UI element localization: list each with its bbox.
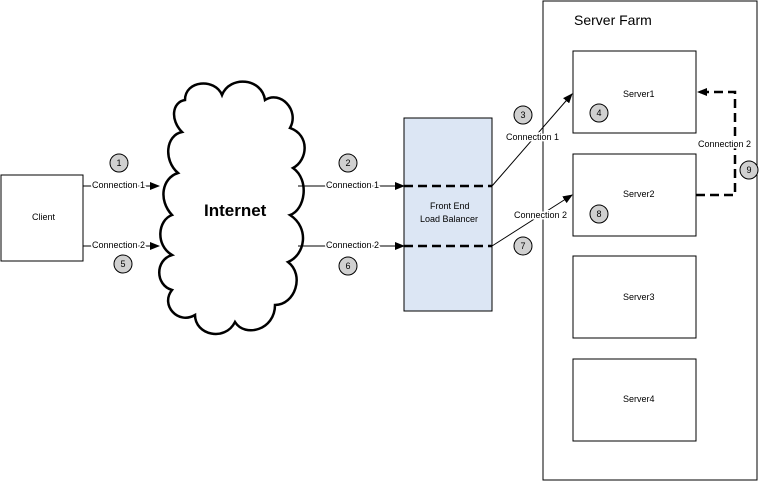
svg-text:6: 6 xyxy=(345,261,350,271)
svg-text:9: 9 xyxy=(746,165,751,175)
internet-cloud-icon xyxy=(158,80,306,336)
server3-box: Server3 xyxy=(572,255,697,339)
svg-text:4: 4 xyxy=(596,108,601,118)
svg-text:5: 5 xyxy=(120,259,125,269)
server3-label: Server3 xyxy=(623,292,655,302)
step-badge-8: 8 xyxy=(589,204,609,224)
load-balancer-box xyxy=(403,117,493,312)
server2-box: Server2 xyxy=(572,153,697,237)
client-box xyxy=(0,174,84,262)
server-farm-label: Server Farm xyxy=(574,12,652,28)
load-balancer-label-line2: Load Balancer xyxy=(420,214,478,224)
server1-label: Server1 xyxy=(623,89,655,99)
client-label: Client xyxy=(32,212,56,222)
svg-text:7: 7 xyxy=(520,241,525,251)
lb-to-server2-arrow xyxy=(491,194,573,247)
internet-connection-1-label: Connection 1 xyxy=(326,180,379,190)
server4-box: Server4 xyxy=(572,358,697,442)
server2-to-server1-dashed xyxy=(696,88,737,197)
step-badge-7: 7 xyxy=(513,236,533,256)
internet-label: Internet xyxy=(204,201,267,220)
step-badge-4: 4 xyxy=(589,103,609,123)
step-badge-9: 9 xyxy=(739,160,759,180)
svg-text:1: 1 xyxy=(116,158,121,168)
load-balancer-label-line1: Front End xyxy=(430,201,470,211)
step-badge-6: 6 xyxy=(338,256,358,276)
internet-connection-2-label: Connection 2 xyxy=(326,240,379,250)
svg-text:3: 3 xyxy=(520,110,525,120)
server4-label: Server4 xyxy=(623,394,655,404)
server1-box: Server1 xyxy=(572,50,697,134)
step-badge-5: 5 xyxy=(113,254,133,274)
step-badge-1: 1 xyxy=(109,153,129,173)
step-badge-2: 2 xyxy=(338,153,358,173)
lb-to-server1-arrow xyxy=(491,93,573,187)
lb-to-server2-label: Connection 2 xyxy=(514,210,567,220)
client-connection-2-label: Connection 2 xyxy=(92,240,145,250)
step-badge-3: 3 xyxy=(513,105,533,125)
server2-label: Server2 xyxy=(623,189,655,199)
server-loop-connection-2-label: Connection 2 xyxy=(698,139,751,149)
client-connection-1-label: Connection 1 xyxy=(92,180,145,190)
svg-text:2: 2 xyxy=(345,158,350,168)
svg-text:8: 8 xyxy=(596,209,601,219)
lb-to-server1-label: Connection 1 xyxy=(506,132,559,142)
